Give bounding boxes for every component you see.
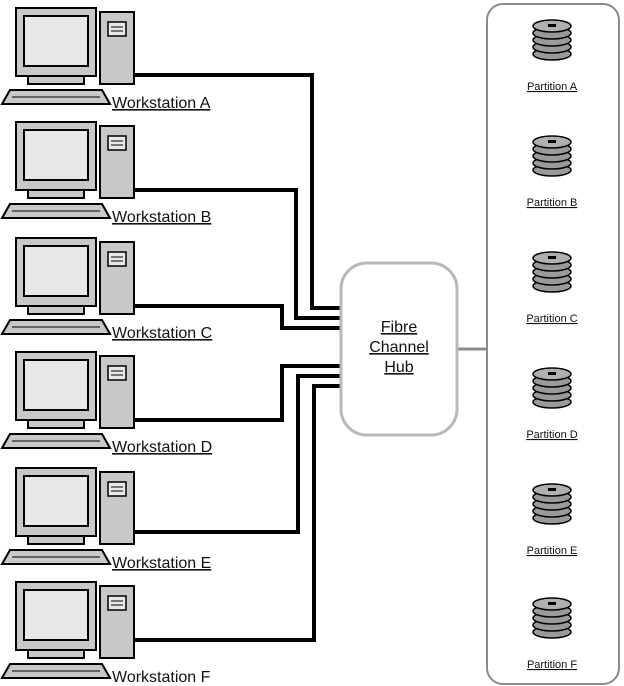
cable-workstation-b [133,188,342,320]
computer-icon [1,121,135,219]
cable-workstation-e [133,374,342,534]
disk-stack-icon [532,483,572,525]
disk-stack-icon [532,19,572,61]
hub-box [339,261,459,437]
hub-label-line: Channel [369,339,429,356]
storage-enclosure [486,3,620,685]
disk-stack-icon [532,597,572,639]
storage-array: Partition A Partition B Partition C Partiti… [486,3,620,685]
computer-icon [1,467,135,565]
workstation-d: Workstation D [1,351,212,456]
workstation-c: Workstation C [1,237,212,342]
workstation-b: Workstation B [1,121,211,226]
cable-workstation-d [133,364,342,422]
cable-workstation-c [133,304,342,330]
partition-label: Partition F [527,659,577,671]
workstation-label: Workstation A [112,95,211,112]
partition-label: Partition B [527,197,578,209]
partition-label: Partition E [527,545,578,557]
workstation-label: Workstation B [112,209,211,226]
partition-e: Partition E [527,483,578,557]
computer-icon [1,351,135,449]
disk-stack-icon [532,367,572,409]
computer-icon [1,237,135,335]
workstation-f: Workstation F [1,581,211,686]
cable-workstation-a [133,73,342,310]
computer-icon [1,7,135,105]
workstation-e: Workstation E [1,467,211,572]
workstation-label: Workstation C [112,325,212,342]
workstation-label: Workstation D [112,439,212,456]
partition-label: Partition D [526,429,577,441]
hub-label-line: Hub [384,359,413,376]
workstation-label: Workstation F [112,669,211,686]
workstation-label: Workstation E [112,555,211,572]
workstation-a: Workstation A [1,7,211,112]
partition-d: Partition D [526,367,578,441]
disk-stack-icon [532,135,572,177]
partition-label: Partition C [526,313,577,325]
cable-workstation-f [133,384,342,642]
partition-b: Partition B [527,135,578,209]
partition-c: Partition C [526,251,578,325]
partition-label: Partition A [527,81,578,93]
computer-icon [1,581,135,679]
partition-a: Partition A [527,19,578,93]
partition-f: Partition F [527,597,577,671]
hub-label-line: Fibre [381,319,418,336]
disk-stack-icon [532,251,572,293]
